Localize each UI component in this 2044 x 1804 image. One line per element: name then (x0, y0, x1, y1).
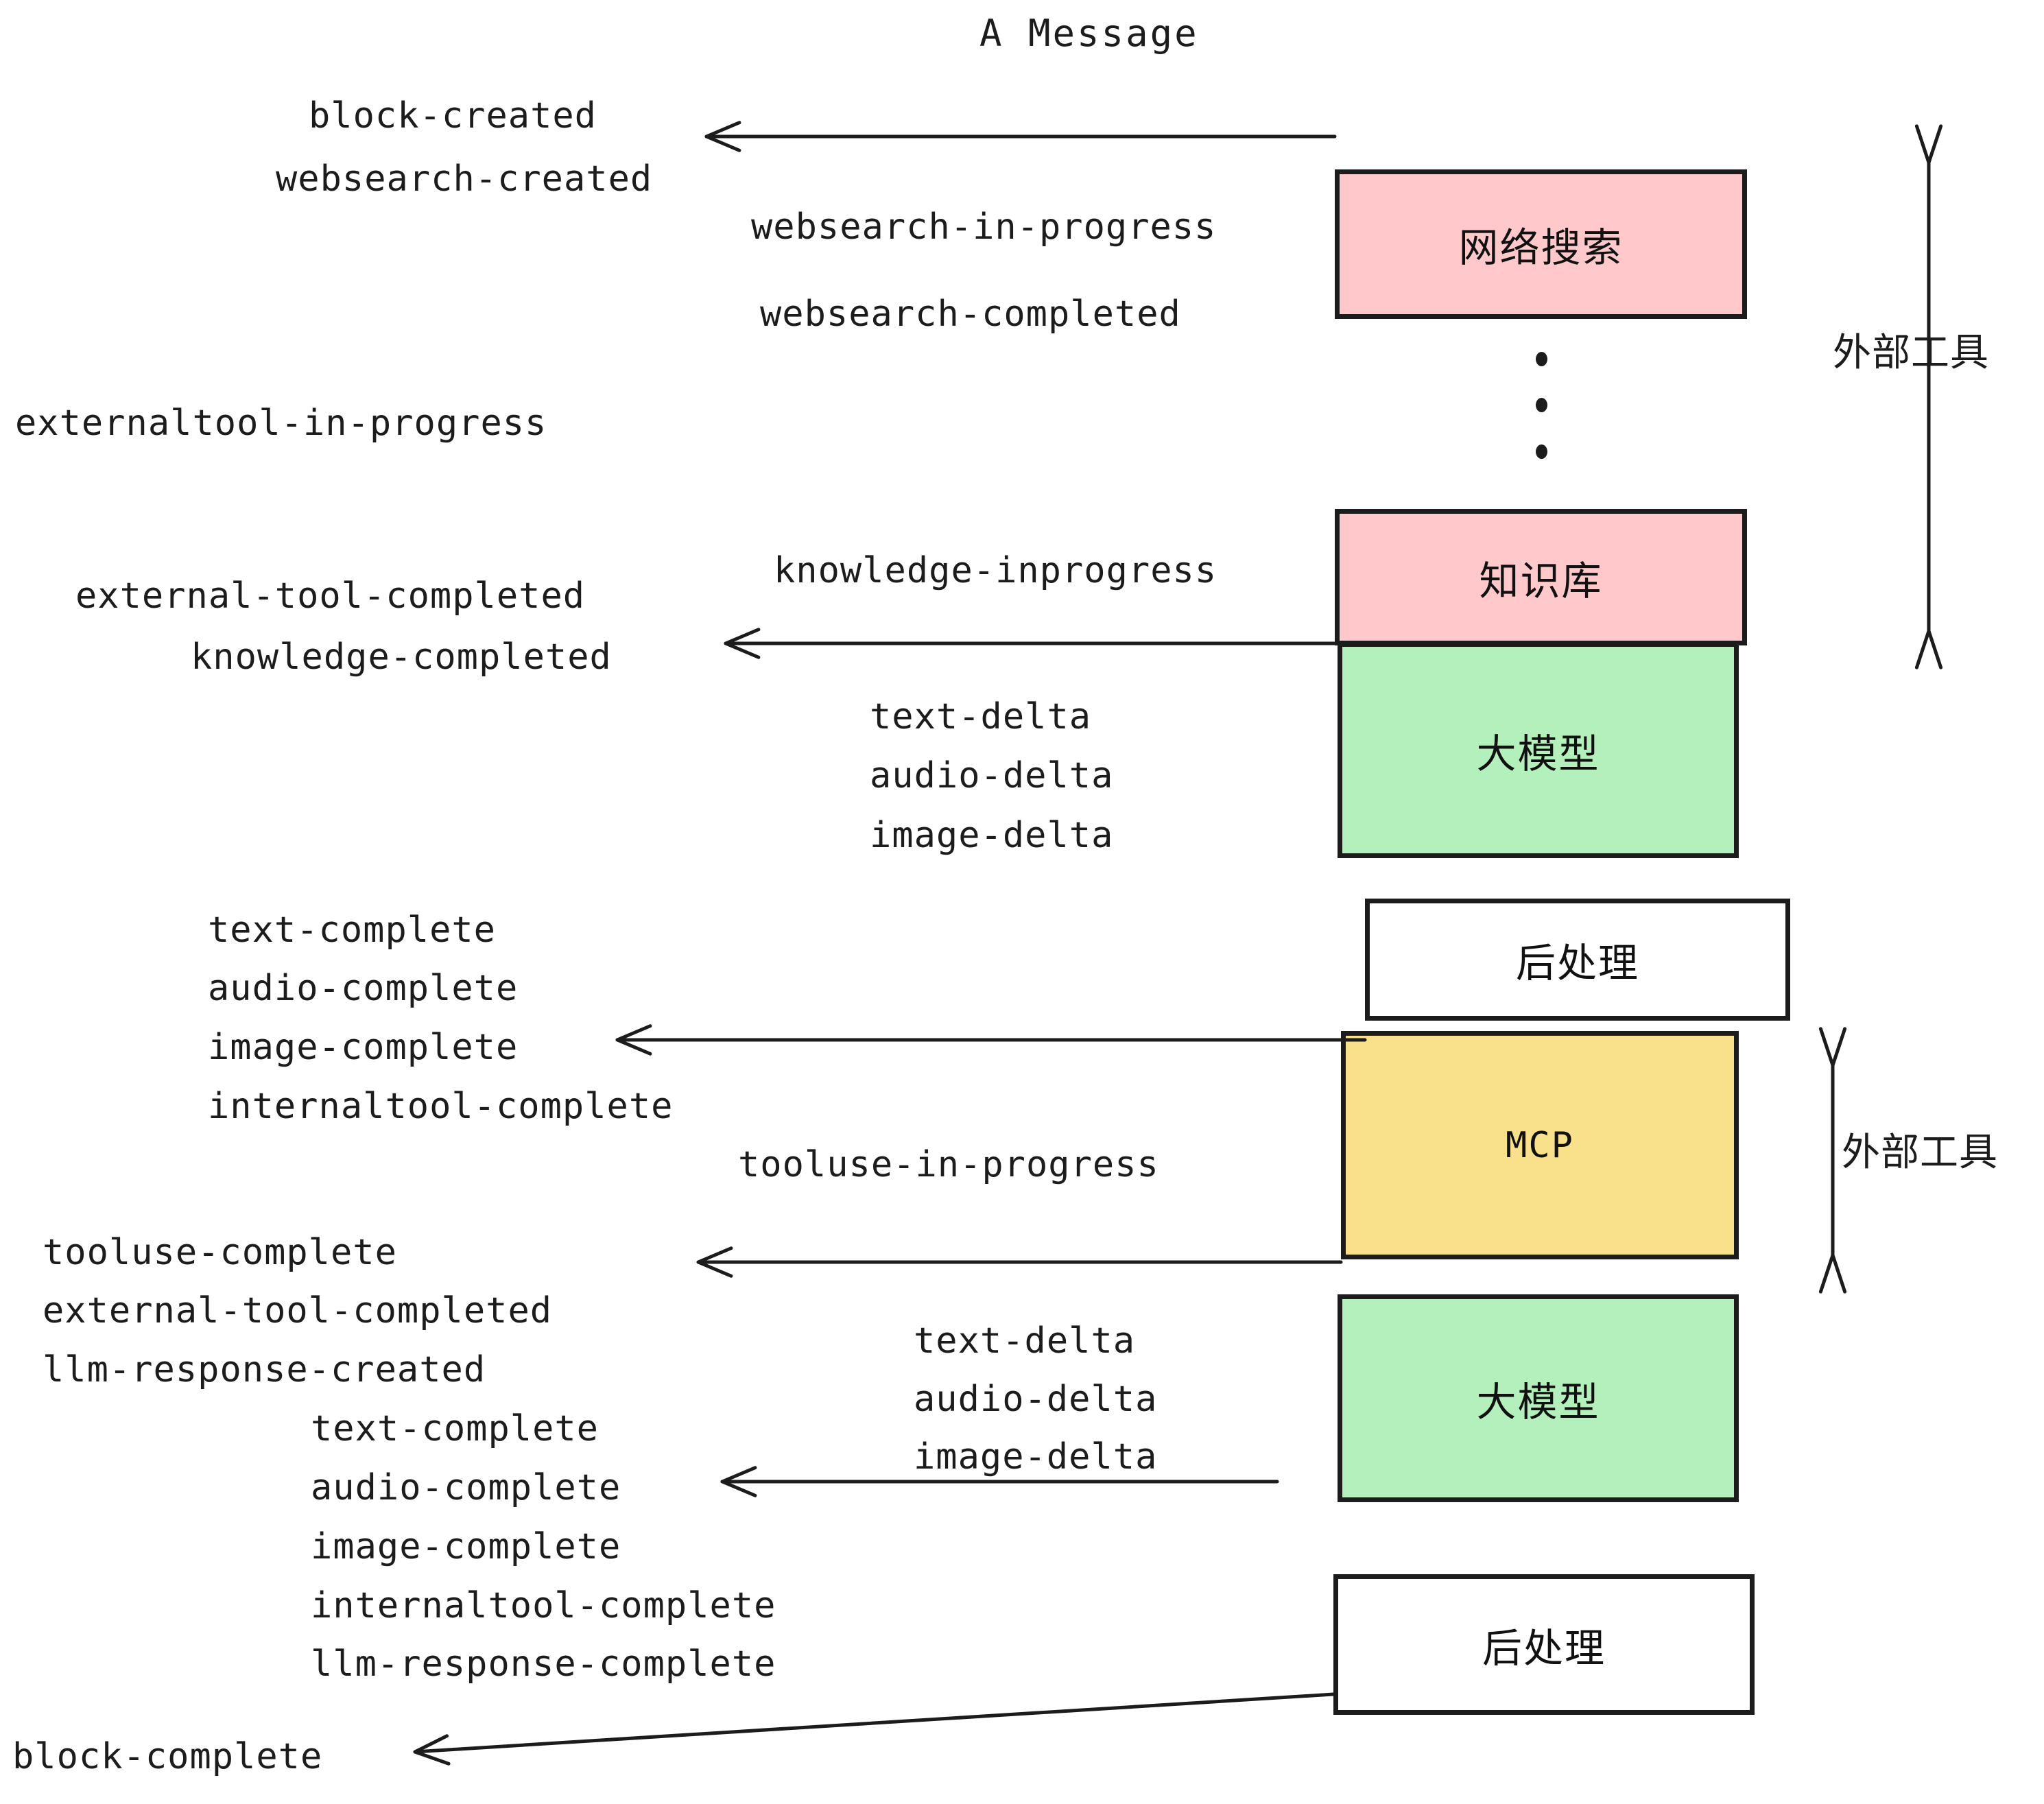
node-box-mcp[interactable]: MCP (1341, 1031, 1739, 1259)
arrow-postprocess2-to-blockcomplete (413, 1692, 1335, 1766)
event-label-image-delta-2: image-delta (914, 1436, 1158, 1477)
node-box-llm-first[interactable]: 大模型 (1338, 642, 1739, 858)
event-label-websearch-in-progress: websearch-in-progress (751, 206, 1217, 248)
node-label-postprocess-second: 后处理 (1482, 1624, 1606, 1672)
event-label-tooluse-in-progress: tooluse-in-progress (738, 1144, 1159, 1185)
ellipsis-dot (1536, 398, 1547, 412)
node-label-mcp: MCP (1506, 1124, 1574, 1166)
event-label-llm-response-created: llm-response-created (43, 1349, 486, 1390)
node-box-llm-second[interactable]: 大模型 (1338, 1294, 1739, 1502)
event-label-text-delta-1: text-delta (870, 696, 1092, 737)
event-label-externaltool-in-progress: externaltool-in-progress (15, 403, 547, 444)
event-label-audio-complete-1: audio-complete (208, 968, 519, 1009)
page-title: A Message (979, 12, 1199, 55)
event-label-internaltool-complete-1: internaltool-complete (208, 1086, 674, 1127)
node-box-postprocess-second[interactable]: 后处理 (1333, 1574, 1755, 1715)
node-label-postprocess-first: 后处理 (1515, 940, 1639, 986)
event-label-text-complete-1: text-complete (208, 910, 496, 951)
node-box-knowledge[interactable]: 知识库 (1335, 509, 1747, 645)
event-label-image-complete-1: image-complete (208, 1027, 519, 1068)
event-label-websearch-created: websearch-created (276, 158, 653, 200)
ellipsis-dot (1536, 444, 1547, 459)
event-label-external-tool-completed-1: external-tool-completed (75, 575, 586, 617)
scope-label-external-tool-upper: 外部工具 (1833, 331, 1989, 375)
node-label-llm-first: 大模型 (1476, 730, 1600, 777)
scope-external-tool-upper (1914, 124, 1943, 669)
event-label-image-delta-1: image-delta (870, 815, 1114, 856)
event-label-block-created: block-created (309, 95, 597, 137)
event-label-text-complete-2: text-complete (311, 1408, 599, 1449)
event-label-tooluse-complete: tooluse-complete (43, 1232, 397, 1273)
event-label-websearch-completed: websearch-completed (760, 294, 1181, 335)
event-label-external-tool-completed-2: external-tool-completed (43, 1290, 553, 1331)
node-label-llm-second: 大模型 (1476, 1378, 1600, 1425)
arrow-knowledge-to-knowledgecompleted (724, 628, 1337, 659)
event-label-audio-delta-1: audio-delta (870, 755, 1114, 796)
event-label-block-complete: block-complete (12, 1736, 323, 1777)
event-label-internaltool-complete-2: internaltool-complete (311, 1585, 776, 1626)
event-label-audio-delta-2: audio-delta (914, 1379, 1158, 1420)
node-box-postprocess-first[interactable]: 后处理 (1365, 899, 1790, 1021)
ellipsis-dot (1536, 352, 1547, 366)
scope-label-external-tool-lower: 外部工具 (1842, 1130, 1998, 1175)
event-label-knowledge-completed: knowledge-completed (191, 637, 612, 678)
event-label-image-complete-2: image-complete (311, 1526, 621, 1567)
event-label-text-delta-2: text-delta (914, 1320, 1136, 1362)
arrow-websearch-to-blockcreated (704, 121, 1337, 152)
node-box-websearch[interactable]: 网络搜索 (1335, 169, 1747, 319)
arrow-postprocess1-to-imagecomplete (615, 1024, 1367, 1056)
event-label-knowledge-inprogress: knowledge-inprogress (774, 550, 1217, 591)
event-label-llm-response-complete: llm-response-complete (311, 1643, 776, 1685)
event-label-audio-complete-2: audio-complete (311, 1467, 621, 1508)
node-label-websearch: 网络搜索 (1458, 224, 1624, 271)
node-label-knowledge: 知识库 (1479, 557, 1603, 604)
arrow-mcp-to-tooluse (696, 1246, 1343, 1278)
